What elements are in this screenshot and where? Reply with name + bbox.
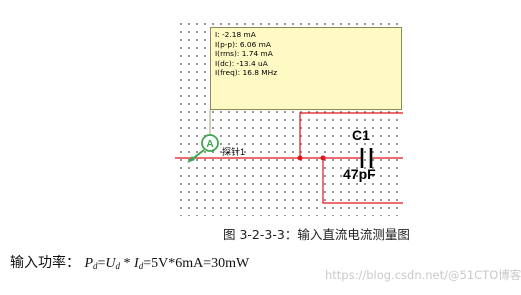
figure-caption: 图 3-2-3-3：输入直流电流测量图 bbox=[223, 227, 410, 242]
schematic-drawing: A bbox=[175, 110, 403, 204]
capacitor-reference-label: C1 bbox=[352, 127, 370, 143]
junction-dot bbox=[320, 155, 326, 161]
probe-reading-peak-to-peak: I(p-p): 6.06 mA bbox=[215, 39, 271, 49]
power-formula: 输入功率： Pd=Ud * Id=5V*6mA=30mW bbox=[10, 252, 249, 272]
probe-reading-frequency: I(freq): 16.8 MHz bbox=[215, 68, 278, 78]
probe-reading-rms: I(rms): 1.74 mA bbox=[215, 49, 273, 59]
wire-lower-branch[interactable] bbox=[322, 158, 403, 204]
watermark-text: https://blog.csdn.net/@51CTO博客 bbox=[325, 268, 521, 282]
probe-marker-letter: A bbox=[206, 139, 213, 150]
probe-reading-instant: I: -2.18 mA bbox=[215, 30, 256, 39]
probe-name-label: 探针1 bbox=[222, 147, 246, 157]
wire-upper-branch[interactable] bbox=[299, 112, 403, 158]
junction-dot bbox=[297, 155, 303, 161]
formula-expression: Pd=Ud * Id bbox=[84, 256, 144, 271]
capacitor-value-label: 47pF bbox=[343, 166, 376, 182]
formula-prefix: 输入功率： bbox=[10, 255, 80, 271]
current-probe-icon[interactable] bbox=[187, 134, 219, 163]
formula-result: =5V*6mA=30mW bbox=[143, 256, 250, 271]
probe-reading-dc: I(dc): -13.4 uA bbox=[215, 58, 268, 68]
probe-readout-tooltip: I: -2.18 mA I(p-p): 6.06 mA I(rms): 1.74… bbox=[210, 27, 402, 110]
